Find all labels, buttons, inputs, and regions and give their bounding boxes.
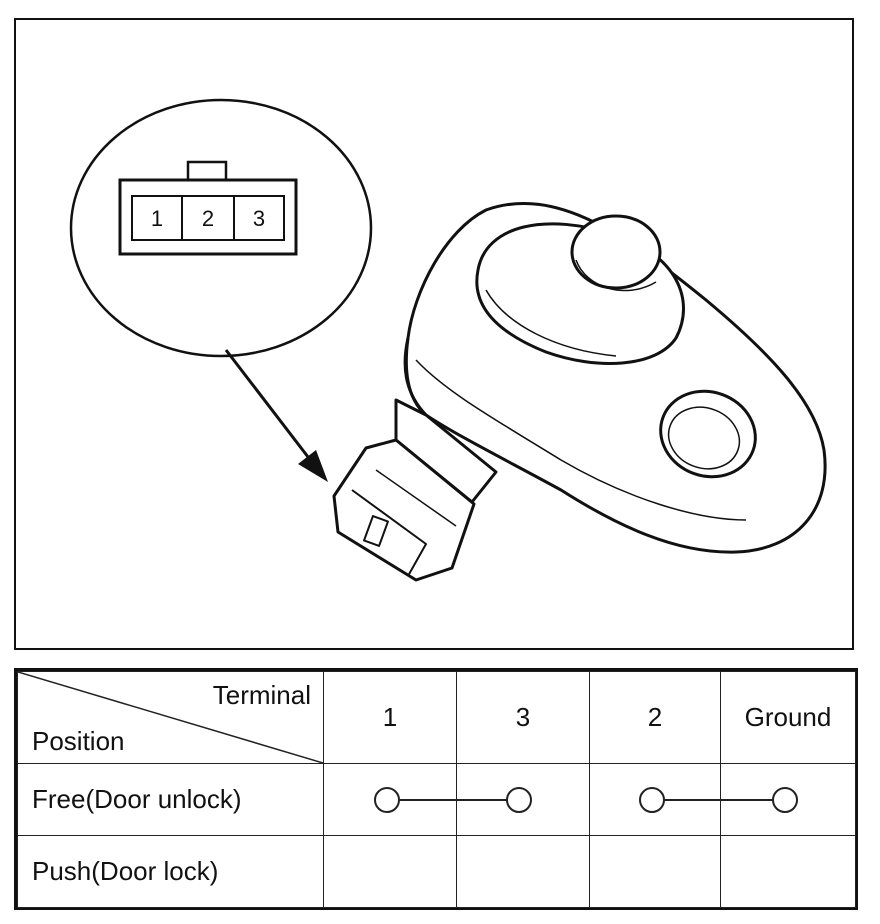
pin-3-label: 3 (253, 206, 265, 231)
cell-push-3 (456, 835, 590, 908)
terminal-table: Terminal Position 1 3 2 Ground Free(Door… (14, 668, 858, 910)
table-row: Push(Door lock) (17, 835, 856, 908)
pin-1-label: 1 (151, 206, 163, 231)
terminal-col-3: 3 (456, 671, 590, 764)
terminal-col-1: 1 (323, 671, 457, 764)
cell-push-1 (323, 835, 457, 908)
connector-face: 1 2 3 (118, 160, 298, 256)
cell-push-2 (589, 835, 721, 908)
terminal-header: Terminal (212, 680, 311, 710)
cell-free-1 (323, 763, 457, 836)
cell-free-ground (720, 763, 856, 836)
cell-free-2 (589, 763, 721, 836)
row-label-free: Free(Door unlock) (17, 763, 324, 836)
switch-body (332, 201, 827, 582)
table-row: Free(Door unlock) (17, 763, 856, 836)
switch-illustration: 1 2 3 (14, 18, 854, 650)
row-label-push: Push(Door lock) (17, 835, 324, 908)
header-corner-cell: Terminal Position (17, 671, 324, 764)
cell-push-ground (720, 835, 856, 908)
continuity-table: Terminal Position 1 3 2 Ground Free(Door… (17, 671, 856, 908)
pin-2-label: 2 (202, 206, 214, 231)
diagonal-divider (18, 672, 323, 763)
cell-free-3 (456, 763, 590, 836)
door-switch-drawing: 1 2 3 (69, 98, 827, 582)
terminal-col-2: 2 (589, 671, 721, 764)
header-row: Terminal Position 1 3 2 Ground (17, 671, 856, 764)
position-header: Position (32, 726, 125, 756)
terminal-col-ground: Ground (720, 671, 856, 764)
pointer-arrow (224, 349, 328, 482)
